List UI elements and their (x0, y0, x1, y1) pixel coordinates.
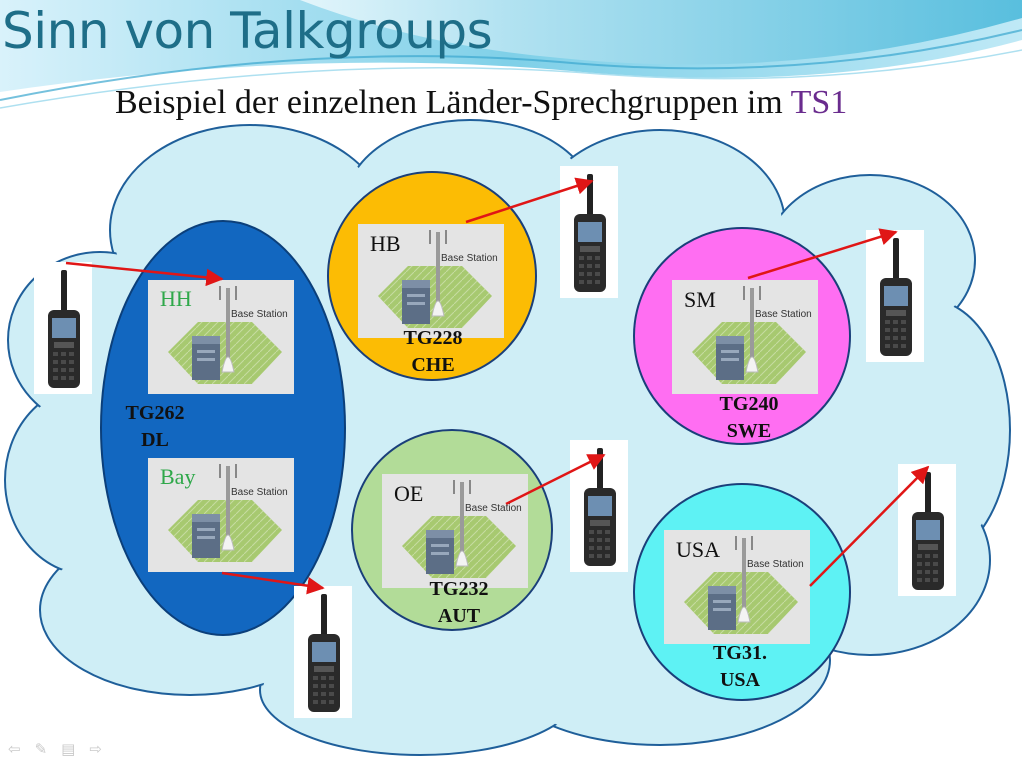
radio-sm-icon (866, 230, 924, 362)
talkgroup-che: TG228 CHE (404, 325, 463, 379)
arrow-hb (465, 177, 594, 224)
arrow-sm (747, 228, 898, 280)
radio-usa-icon (898, 464, 956, 596)
slide-subtitle: Beispiel der einzelnen Länder-Sprechgrup… (115, 84, 847, 122)
tg-swe-country: SWE (726, 420, 772, 442)
header-waves (0, 0, 1022, 109)
talkgroup-swe: TG240 SWE (720, 391, 779, 445)
next-arrow-icon[interactable]: ⇨ (89, 740, 102, 758)
base-station-label-bay: Base Station (231, 487, 288, 498)
tg-usa-country: USA (719, 669, 760, 691)
pen-icon[interactable]: ✎ (34, 740, 48, 758)
radio-hb-icon (560, 166, 618, 298)
subtitle-ts: TS1 (790, 84, 848, 121)
talkgroup-dl: TG262 DL (126, 400, 185, 454)
tg-che-number: TG228 (403, 327, 463, 349)
tg-usa-number: TG31. (713, 642, 767, 664)
prev-arrow-icon[interactable]: ⇦ (8, 740, 21, 758)
menu-icon[interactable]: ▤ (61, 740, 76, 758)
base-station-label-hb: Base Station (441, 253, 498, 264)
slide-title: Sinn von Talkgroups (2, 2, 493, 60)
arrow-hh (65, 261, 224, 287)
talkgroup-aut: TG232 AUT (430, 576, 489, 630)
region-label-oe: OE (394, 481, 424, 506)
tg-che-country: CHE (411, 354, 455, 376)
tg-dl-number: TG262 (125, 402, 185, 424)
talkgroup-usa: TG31. USA (713, 640, 767, 694)
region-label-usa: USA (676, 537, 721, 562)
arrow-oe (505, 453, 606, 506)
region-label-sm: SM (684, 287, 716, 312)
tg-swe-number: TG240 (719, 393, 779, 415)
region-label-hh: HH (160, 286, 192, 311)
base-station-label-sm: Base Station (755, 309, 812, 320)
subtitle-text: Beispiel der einzelnen Länder-Sprechgrup… (115, 84, 791, 121)
radio-bay-icon (294, 586, 352, 718)
region-label-bay: Bay (160, 464, 196, 489)
region-label-hb: HB (370, 231, 401, 256)
base-station-label-hh: Base Station (231, 309, 288, 320)
tg-dl-country: DL (141, 429, 169, 451)
tg-aut-number: TG232 (429, 578, 489, 600)
base-station-label-usa: Base Station (747, 559, 804, 570)
radio-oe-icon (570, 440, 628, 572)
slide-nav-bar: ⇦ ✎ ▤ ⇨ (8, 740, 102, 758)
tg-aut-country: AUT (437, 605, 481, 627)
base-station-label-oe: Base Station (465, 503, 522, 514)
arrow-bay (221, 571, 325, 595)
radio-hh-icon (34, 262, 92, 394)
arrow-usa (809, 465, 930, 587)
